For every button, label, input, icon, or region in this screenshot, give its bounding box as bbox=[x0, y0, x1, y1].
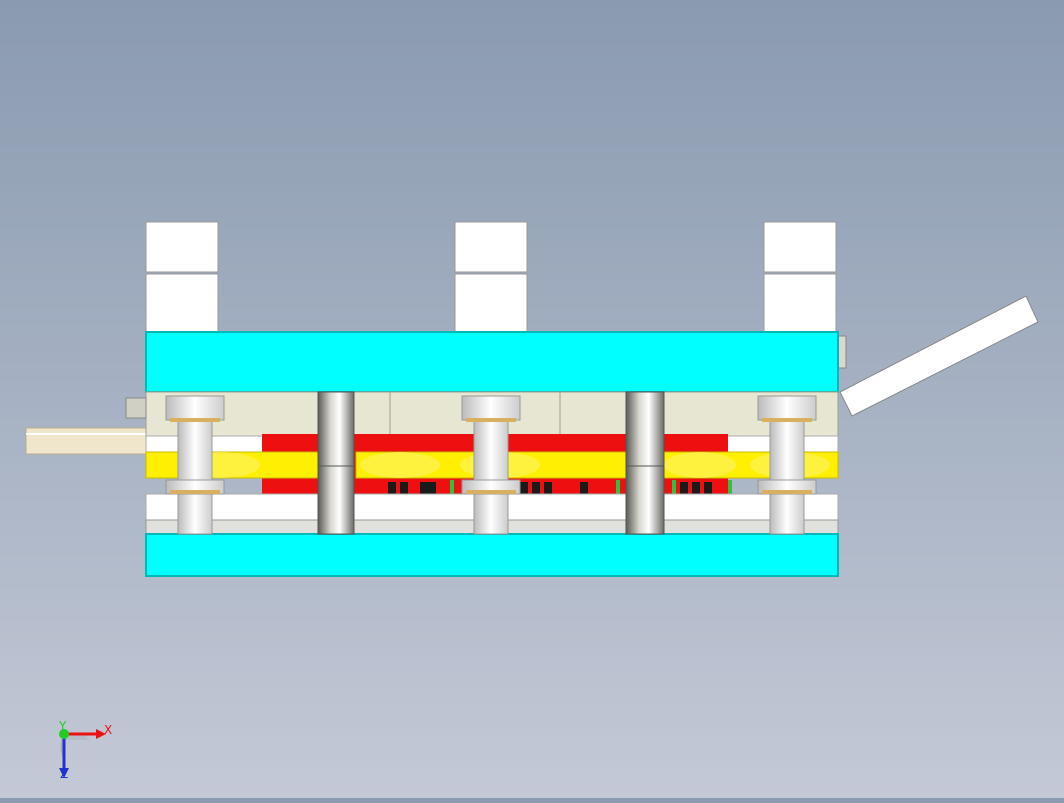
punch-heads bbox=[388, 482, 712, 494]
guide-post-right bbox=[625, 391, 665, 535]
x-axis-label: X bbox=[104, 723, 112, 737]
bushing-left bbox=[165, 395, 225, 535]
z-axis-label: Z bbox=[60, 767, 68, 781]
feed-strip bbox=[25, 427, 151, 455]
guide-post-left bbox=[317, 391, 355, 535]
upper-die-plate bbox=[145, 331, 839, 393]
springs bbox=[450, 480, 732, 494]
top-block-center bbox=[454, 221, 528, 335]
bushing-right bbox=[757, 395, 817, 535]
axis-triad-icon: X Y Z bbox=[58, 719, 112, 781]
y-axis-label: Y bbox=[58, 719, 67, 733]
top-block-left bbox=[145, 221, 219, 335]
coordinate-triad: X Y Z bbox=[40, 716, 120, 786]
discharge-chute bbox=[835, 295, 1039, 417]
lower-die-plate bbox=[145, 533, 839, 577]
top-block-right bbox=[763, 221, 837, 335]
bushing-center bbox=[461, 395, 521, 535]
